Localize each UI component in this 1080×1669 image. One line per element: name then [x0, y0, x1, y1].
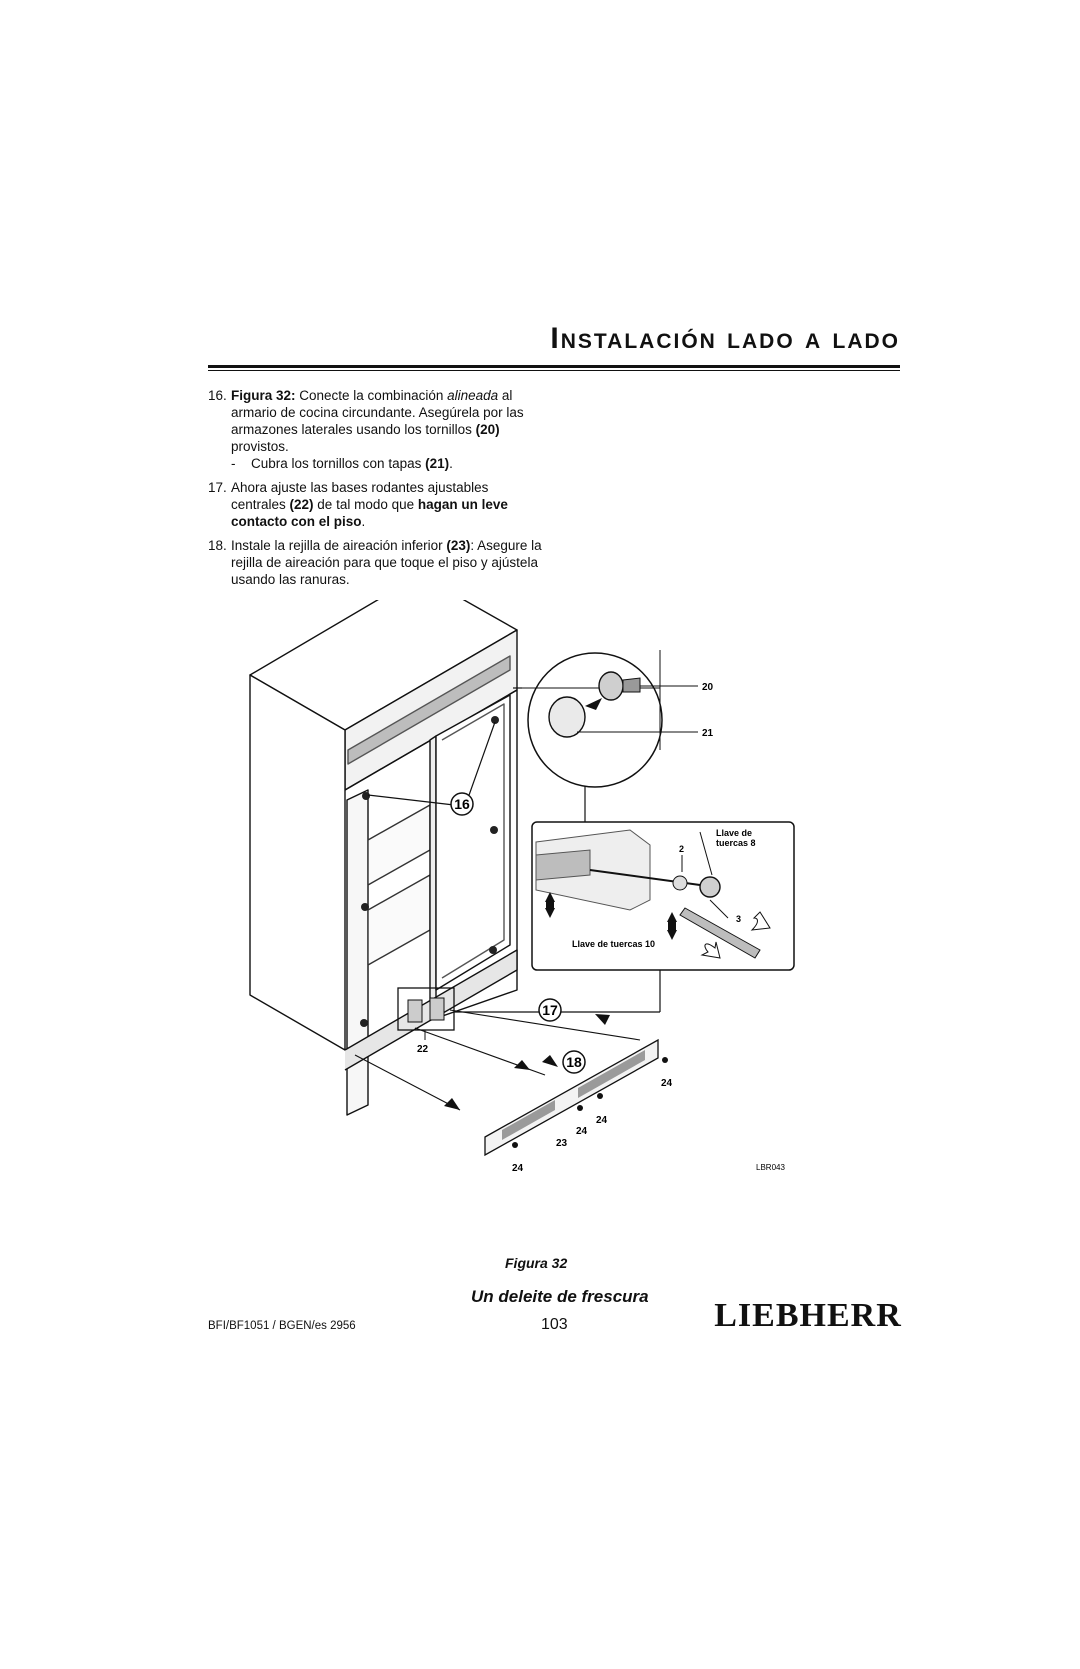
footer-tagline: Un deleite de frescura — [471, 1287, 649, 1306]
instruction-step: 17. Ahora ajuste las bases rodantes ajust… — [208, 479, 546, 530]
step-number: 16. — [208, 388, 227, 403]
step-text-run: . — [361, 514, 366, 529]
step-text-run: de tal modo que — [313, 497, 418, 512]
callout-24-c: 24 — [596, 1115, 608, 1126]
step-text-run: provistos. — [231, 439, 289, 454]
step-text-run: . — [449, 456, 453, 471]
figure-32-illustration: 16 17 18 20 21 Llave de tuercas 8 2 3 Ll… — [240, 574, 840, 1240]
step-text-run: Cubra los tornillos con tapas — [251, 456, 426, 471]
title-rule-thin — [208, 370, 900, 371]
footer-model-code: BFI/BF1051 / BGEN/es 2956 — [208, 1320, 356, 1332]
step-number: 17. — [208, 480, 227, 495]
step-text-run: Figura 32: — [231, 388, 296, 403]
step-text-run: (21) — [425, 456, 450, 471]
instruction-step: 16. Figura 32: Conecte la combinación ali… — [208, 387, 546, 472]
step-text-run: Conecte la combinación — [295, 388, 448, 403]
step-marker-16: 16 — [454, 796, 470, 812]
callout-21: 21 — [702, 728, 714, 739]
step-text-run: Instale la rejilla de aireación inferior — [231, 538, 447, 553]
step-text-run: alineada — [447, 388, 499, 403]
callout-24-d: 24 — [661, 1078, 673, 1089]
callout-turn-2: 2 — [679, 844, 684, 854]
step-text-run: (20) — [475, 422, 500, 437]
step-marker-17: 17 — [542, 1002, 558, 1018]
step-text-run: : Asegure la rejilla de aireación para q… — [231, 538, 542, 587]
callout-22: 22 — [417, 1044, 429, 1055]
instruction-step: 18. Instale la rejilla de aireación infer… — [208, 537, 546, 588]
callout-wrench-10: Llave de tuercas 10 — [572, 939, 655, 949]
page-title: Instalación lado a lado — [550, 322, 900, 355]
sub-step: -Cubra los tornillos con tapas (21). — [231, 455, 546, 472]
step-text-run: hagan un leve contacto con el piso — [231, 497, 508, 529]
callout-wrench-8-line1: Llave de — [716, 828, 752, 838]
page-number: 103 — [541, 1316, 568, 1333]
callout-23: 23 — [556, 1138, 568, 1149]
liebherr-logo: LIEBHERR — [714, 1294, 902, 1332]
title-rule — [208, 365, 900, 368]
step-number: 18. — [208, 538, 227, 553]
instruction-steps: 16. Figura 32: Conecte la combinación ali… — [208, 387, 546, 595]
step-text-run: Ahora ajuste las bases rodantes ajustabl… — [231, 480, 489, 512]
svg-text:LIEBHERR: LIEBHERR — [714, 1297, 902, 1332]
figure-caption: Figura 32 — [505, 1255, 568, 1271]
step-marker-18: 18 — [566, 1054, 582, 1070]
callout-24-a: 24 — [512, 1163, 524, 1174]
step-text-run: (23) — [446, 538, 471, 553]
figure-ref-code: LBR043 — [756, 1163, 785, 1172]
step-text-run: al armario de cocina circundante. Asegúr… — [231, 388, 524, 437]
step-text-run: (22) — [289, 497, 314, 512]
sub-step-dash: - — [231, 456, 236, 471]
installation-diagram: 16 17 18 20 21 Llave de tuercas 8 2 3 Ll… — [249, 574, 795, 1174]
callout-wrench-8-line2: tuercas 8 — [716, 838, 756, 848]
callout-24-b: 24 — [576, 1126, 588, 1137]
callout-20: 20 — [702, 682, 714, 693]
callout-turn-3: 3 — [736, 914, 741, 924]
